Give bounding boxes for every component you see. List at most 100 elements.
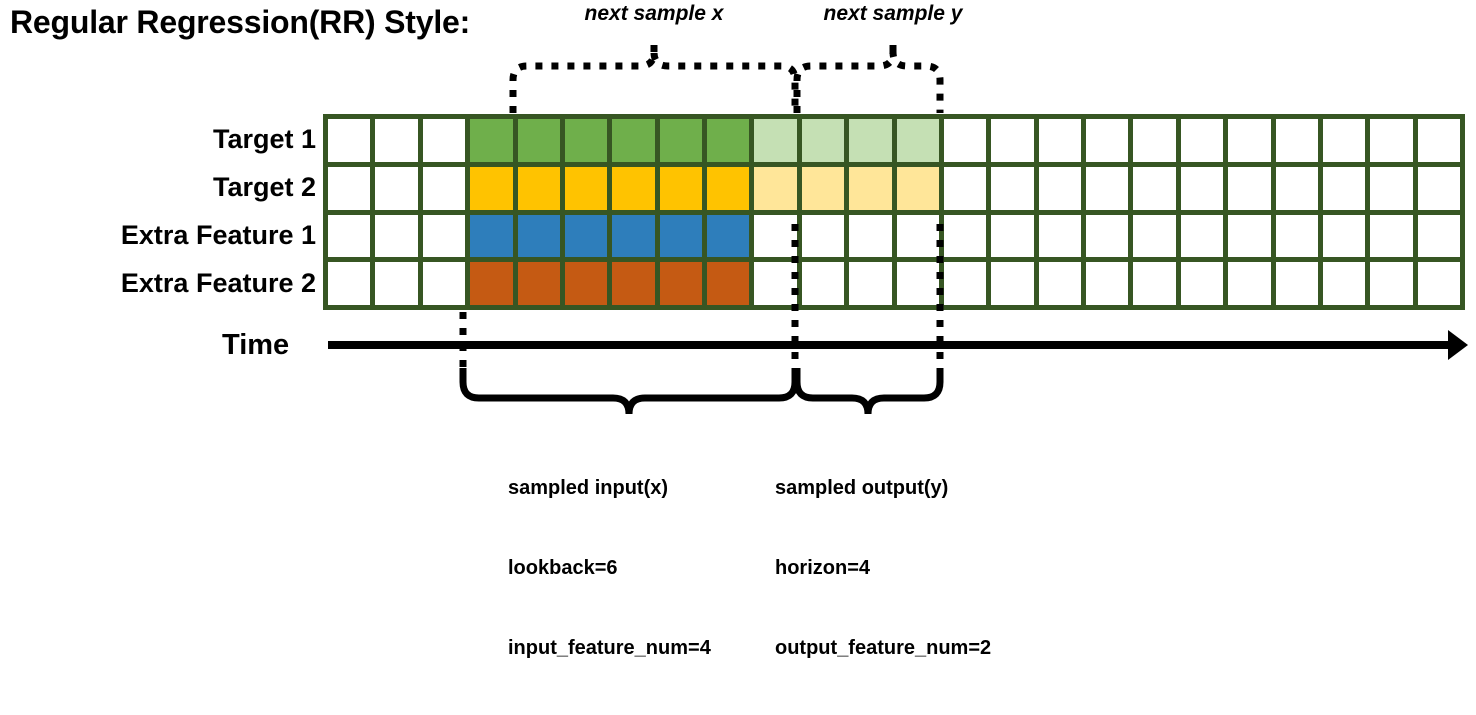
grid-cell-extra-feature-2-8-input [707, 262, 750, 305]
grid-cell-extra-feature-1-19-empty [1228, 214, 1271, 258]
grid-cell-target-2-18-empty [1180, 166, 1224, 210]
grid-cell-extra-feature-2-23-empty [1417, 262, 1460, 305]
grid-cell-target-1-18-empty [1180, 119, 1224, 162]
grid-cell-target-2-10-output [801, 166, 845, 210]
grid-cell-target-2-8-input [707, 166, 750, 210]
grid-cell-extra-feature-2-20-empty [1275, 262, 1318, 305]
grid-cell-extra-feature-2-12-output [896, 262, 939, 305]
sampled-input-brace [459, 368, 799, 415]
grid-cell-target-2-14-empty [991, 166, 1034, 210]
grid-cell-extra-feature-1-10-output [801, 214, 845, 258]
grid-cell-extra-feature-2-10-output [801, 262, 845, 305]
next-sample-x-label: next sample x [584, 2, 724, 25]
grid-cell-extra-feature-2-21-empty [1322, 262, 1366, 305]
grid-cell-target-1-9-output [754, 119, 797, 162]
grid-cell-extra-feature-2-18-empty [1180, 262, 1224, 305]
grid-cell-target-1-21-empty [1322, 119, 1366, 162]
sampled-output-line-3: output_feature_num=2 [775, 636, 992, 659]
grid-cell-extra-feature-1-6-input [612, 214, 655, 258]
grid-cell-extra-feature-2-22-empty [1370, 262, 1413, 305]
row-label-target-1: Target 1 [212, 124, 316, 154]
grid-cell-extra-feature-1-7-input [659, 214, 702, 258]
grid-cell-extra-feature-2-6-input [612, 262, 655, 305]
grid-cell-target-1-13-empty [943, 119, 987, 162]
grid-cell-target-2-9-output [754, 166, 797, 210]
grid-cell-target-2-1-empty [375, 166, 418, 210]
grid-cell-target-2-3-input [470, 166, 513, 210]
time-axis-arrow [328, 330, 1468, 360]
time-axis-label: Time [222, 329, 290, 361]
grid-cell-target-2-5-input [564, 166, 608, 210]
grid-cell-target-2-0-empty [328, 166, 371, 210]
grid-cell-target-1-10-output [801, 119, 845, 162]
grid-cell-extra-feature-1-16-empty [1086, 214, 1129, 258]
grid-cell-target-2-11-output [849, 166, 892, 210]
grid-cell-extra-feature-2-16-empty [1086, 262, 1129, 305]
grid-cell-extra-feature-1-22-empty [1370, 214, 1413, 258]
grid-cell-target-2-6-input [612, 166, 655, 210]
grid-cell-target-1-15-empty [1038, 119, 1081, 162]
grid-cell-extra-feature-1-17-empty [1133, 214, 1176, 258]
grid-cell-target-2-2-empty [422, 166, 466, 210]
grid-cell-extra-feature-1-15-empty [1038, 214, 1081, 258]
grid-cell-target-1-23-empty [1417, 119, 1460, 162]
grid-cell-target-1-5-input [564, 119, 608, 162]
sampled-input-line-3: input_feature_num=4 [508, 636, 711, 659]
grid-cell-target-1-4-input [517, 119, 560, 162]
grid-cell-extra-feature-1-18-empty [1180, 214, 1224, 258]
grid-cell-extra-feature-2-3-input [470, 262, 513, 305]
grid-cell-extra-feature-1-3-input [470, 214, 513, 258]
sampled-input-annotation: sampled input(x) lookback=6 input_featur… [508, 422, 711, 715]
grid-cell-target-2-19-empty [1228, 166, 1271, 210]
sampled-output-brace [793, 368, 944, 415]
grid-cell-extra-feature-1-20-empty [1275, 214, 1318, 258]
grid-cell-extra-feature-1-13-empty [943, 214, 987, 258]
grid-cell-extra-feature-1-0-empty [328, 214, 371, 258]
grid-cell-extra-feature-2-4-input [517, 262, 560, 305]
grid-cell-target-1-20-empty [1275, 119, 1318, 162]
grid-cell-target-1-1-empty [375, 119, 418, 162]
grid-cell-target-2-13-empty [943, 166, 987, 210]
next-sample-x-brace [509, 51, 799, 113]
next-sample-y-label: next sample y [823, 2, 963, 25]
grid-cell-extra-feature-2-5-input [564, 262, 608, 305]
grid-cell-extra-feature-1-11-output [849, 214, 892, 258]
grid-cell-target-2-17-empty [1133, 166, 1176, 210]
next-sample-y-brace [793, 51, 944, 113]
grid-cell-target-1-22-empty [1370, 119, 1413, 162]
grid-cell-extra-feature-1-14-empty [991, 214, 1034, 258]
grid-cell-target-2-16-empty [1086, 166, 1129, 210]
grid-cell-extra-feature-2-19-empty [1228, 262, 1271, 305]
row-label-extra-feature-2: Extra Feature 2 [120, 268, 316, 298]
grid-cell-extra-feature-2-11-output [849, 262, 892, 305]
grid-cell-extra-feature-2-14-empty [991, 262, 1034, 305]
grid-cell-target-1-3-input [470, 119, 513, 162]
grid-cell-target-1-19-empty [1228, 119, 1271, 162]
grid-cell-extra-feature-2-1-empty [375, 262, 418, 305]
grid-cell-target-1-6-input [612, 119, 655, 162]
page-title: Regular Regression(RR) Style: [10, 4, 471, 40]
grid-cell-extra-feature-1-12-output [896, 214, 939, 258]
grid-cell-extra-feature-1-23-empty [1417, 214, 1460, 258]
grid-cell-extra-feature-2-15-empty [1038, 262, 1081, 305]
grid-cell-extra-feature-1-21-empty [1322, 214, 1366, 258]
grid-cell-extra-feature-1-8-input [707, 214, 750, 258]
grid-cell-extra-feature-1-1-empty [375, 214, 418, 258]
grid-cell-target-1-7-input [659, 119, 702, 162]
grid-cell-target-2-12-output [896, 166, 939, 210]
diagram-canvas: Regular Regression(RR) Style: next sampl… [10, 2, 1468, 659]
grid-cell-extra-feature-2-9-output [754, 262, 797, 305]
row-label-extra-feature-1: Extra Feature 1 [120, 220, 316, 250]
grid-cell-target-2-21-empty [1322, 166, 1366, 210]
grid-cell-target-1-17-empty [1133, 119, 1176, 162]
grid-cell-extra-feature-1-2-empty [422, 214, 466, 258]
grid-cell-target-2-7-input [659, 166, 702, 210]
sampled-output-line-1: sampled output(y) [775, 477, 949, 500]
grid-cell-extra-feature-2-0-empty [328, 262, 371, 305]
grid-cell-extra-feature-1-4-input [517, 214, 560, 258]
sampled-input-line-1: sampled input(x) [508, 477, 669, 500]
grid-cell-target-1-8-input [707, 119, 750, 162]
grid-cell-extra-feature-2-2-empty [422, 262, 466, 305]
row-label-target-2: Target 2 [212, 172, 316, 202]
grid-cell-target-2-4-input [517, 166, 560, 210]
